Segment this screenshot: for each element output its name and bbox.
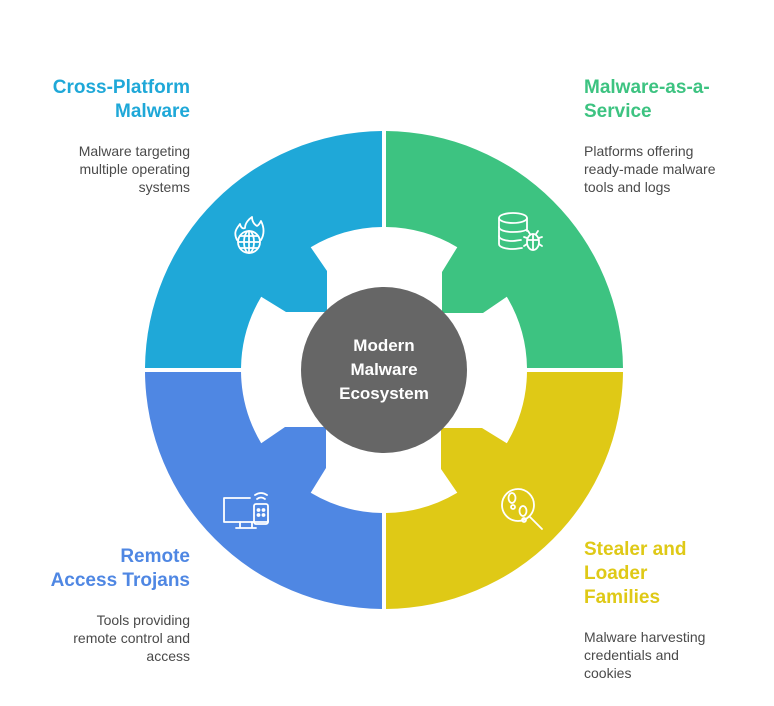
desc-line: remote control and — [73, 630, 190, 646]
desc-line: Platforms offering — [584, 143, 694, 159]
desc-line: multiple operating — [79, 161, 190, 177]
segment-maas — [386, 131, 623, 368]
center-title-line: Malware — [350, 360, 418, 379]
center-title-line: Ecosystem — [339, 384, 429, 403]
monitor-remote-icon — [223, 492, 269, 529]
flaming-globe-icon — [234, 216, 265, 254]
center-title-line: Modern — [353, 336, 415, 355]
desc-line: access — [146, 648, 190, 664]
label-cross-platform: Cross-Platform Malware Malware targeting… — [0, 76, 190, 196]
desc-line: Malware targeting — [78, 143, 190, 159]
label-remote-access-trojans: Remote Access Trojans Tools providing re… — [0, 545, 190, 665]
segment-title: Stealer and Loader Families — [584, 538, 774, 610]
label-malware-as-a-service: Malware-as-a- Service Platforms offering… — [584, 76, 774, 196]
desc-line: ready-made malware — [584, 161, 716, 177]
label-stealer-loader: Stealer and Loader Families Malware harv… — [584, 538, 774, 682]
segment-description: Malware targeting multiple operating sys… — [0, 142, 190, 196]
segment-description: Platforms offering ready-made malware to… — [584, 142, 774, 196]
segment-cross-platform — [145, 131, 382, 368]
database-bug-icon — [498, 212, 543, 251]
desc-line: credentials and — [584, 647, 679, 663]
center-title: Modern Malware Ecosystem — [304, 334, 464, 406]
segment-title: Cross-Platform Malware — [0, 76, 190, 124]
segment-title: Malware-as-a- Service — [584, 76, 774, 124]
segment-stealer-loader — [386, 372, 623, 609]
desc-line: Tools providing — [96, 612, 190, 628]
title-line: Remote — [120, 546, 190, 567]
title-line: Access Trojans — [50, 570, 190, 591]
desc-line: systems — [138, 179, 190, 195]
title-line: Malware-as-a- — [584, 77, 710, 98]
segment-description: Tools providing remote control and acces… — [0, 611, 190, 665]
title-line: Families — [584, 587, 661, 608]
segment-description: Malware harvesting credentials and cooki… — [584, 628, 774, 682]
center-circle — [301, 287, 467, 453]
segment-rat — [145, 372, 382, 609]
desc-line: Malware harvesting — [584, 629, 706, 645]
title-line: Cross-Platform — [52, 77, 190, 98]
title-line: Stealer and — [584, 539, 687, 560]
title-line: Malware — [115, 101, 190, 122]
footprints-magnifier-icon — [501, 488, 543, 530]
desc-line: tools and logs — [584, 179, 671, 195]
title-line: Loader — [584, 563, 648, 584]
title-line: Service — [584, 101, 652, 122]
segment-title: Remote Access Trojans — [0, 545, 190, 593]
desc-line: cookies — [584, 665, 632, 681]
